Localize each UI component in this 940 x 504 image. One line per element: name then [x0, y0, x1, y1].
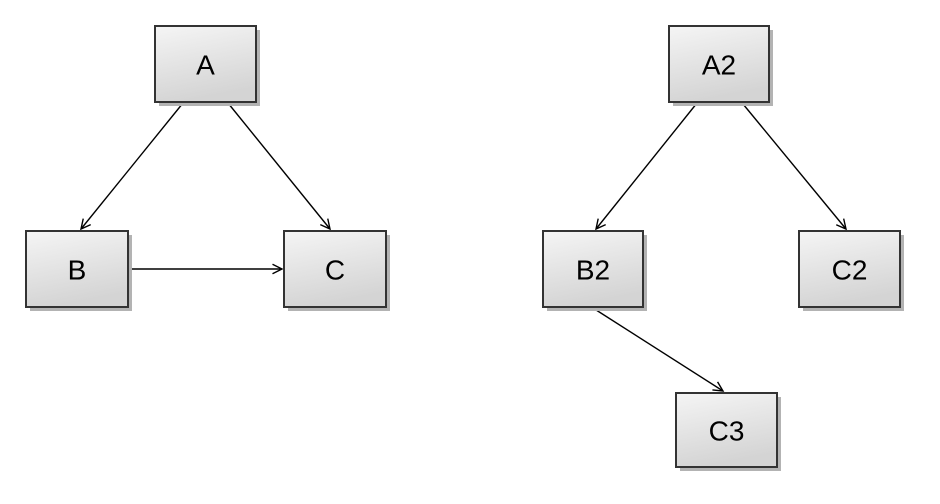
node-label-A: A — [196, 50, 215, 81]
node-B2[interactable] — [542, 230, 644, 308]
edge-A2-C2 — [742, 103, 847, 231]
node-C3[interactable] — [675, 392, 778, 468]
edge-A2-B2 — [595, 102, 698, 231]
edge-A-B — [80, 102, 184, 231]
node-label-C3: C3 — [709, 416, 745, 447]
node-B[interactable] — [25, 230, 129, 308]
node-label-A2: A2 — [702, 50, 736, 81]
node-A[interactable] — [154, 25, 257, 103]
edges-layer — [80, 102, 847, 392]
node-label-B2: B2 — [576, 255, 610, 286]
node-C2[interactable] — [798, 230, 901, 308]
node-label-C2: C2 — [832, 255, 868, 286]
node-C[interactable] — [283, 230, 387, 308]
node-label-C: C — [325, 255, 345, 286]
edge-A-C — [227, 102, 331, 231]
node-A2[interactable] — [668, 25, 770, 103]
node-label-B: B — [68, 255, 87, 286]
edge-B2-C3 — [592, 307, 725, 392]
